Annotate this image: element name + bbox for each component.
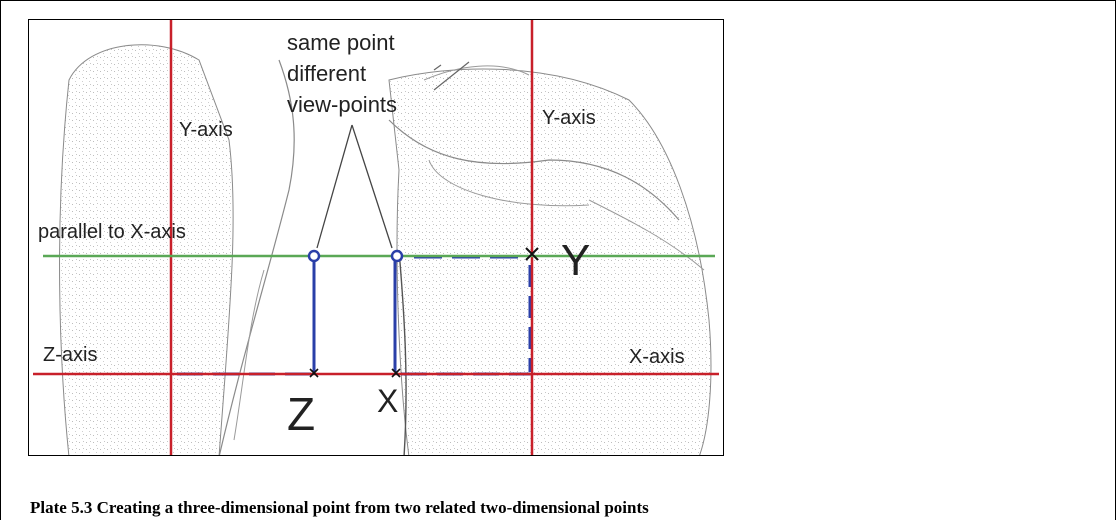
big-z-label: Z bbox=[287, 388, 315, 440]
annotation-line-3: view-points bbox=[287, 92, 397, 117]
figure-panel: same point different view-points Y-axis … bbox=[28, 19, 724, 456]
diagram-svg: same point different view-points Y-axis … bbox=[29, 20, 724, 456]
parallel-label: parallel to X-axis bbox=[38, 221, 186, 243]
right-y-axis-label: Y-axis bbox=[542, 107, 596, 129]
annotation-line-1: same point bbox=[287, 30, 395, 55]
point-marker-left bbox=[309, 251, 319, 261]
annotation-line-2: different bbox=[287, 61, 366, 86]
point-marker-right bbox=[392, 251, 402, 261]
z-axis-label: Z-axis bbox=[43, 344, 97, 366]
x-axis-label: X-axis bbox=[629, 346, 685, 368]
big-y-label: Y bbox=[561, 236, 590, 285]
pointer-line-right bbox=[352, 125, 392, 248]
pointer-line-left bbox=[317, 125, 352, 248]
left-y-axis-label: Y-axis bbox=[179, 119, 233, 141]
big-x-label: X bbox=[377, 383, 398, 419]
figure-caption: Plate 5.3 Creating a three-dimensional p… bbox=[30, 498, 649, 518]
